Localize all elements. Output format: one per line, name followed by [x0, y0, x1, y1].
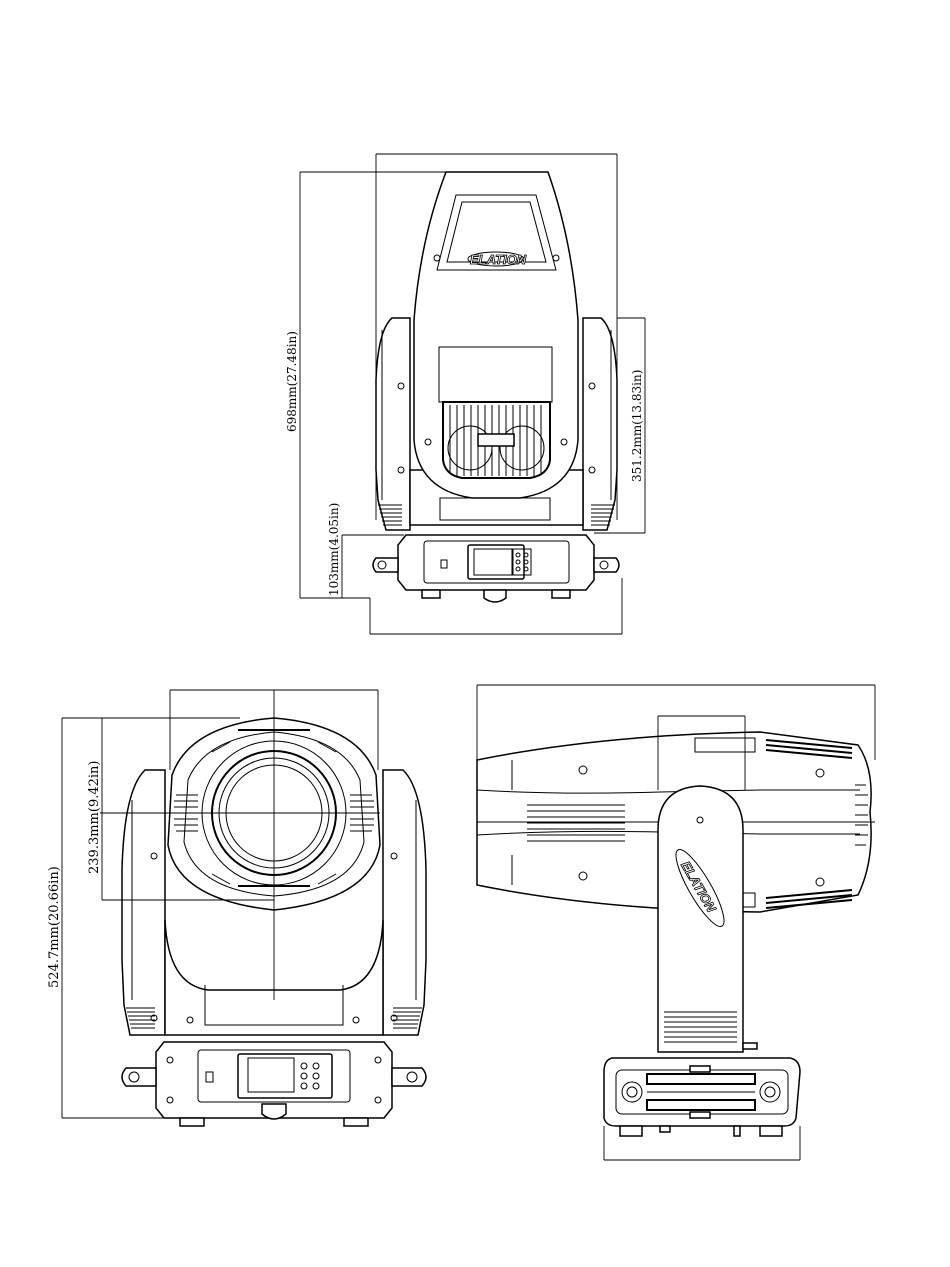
front-left-arm	[376, 318, 410, 530]
lens-view: 524.7mm(20.66in) 239.3mm(9.42in)	[47, 690, 426, 1126]
front-elation-logo: ELATION	[468, 252, 527, 267]
side-view: ELATION	[477, 685, 875, 1160]
arm-height-label: 351.2mm(13.83in)	[630, 370, 644, 482]
head-height-label: 239.3mm(9.42in)	[87, 761, 102, 875]
side-arm-vents	[664, 1012, 737, 1042]
front-right-arm	[583, 318, 617, 530]
lens-base	[122, 1042, 426, 1126]
front-base	[373, 535, 619, 602]
top-height-label: 524.7mm(20.66in)	[47, 866, 62, 988]
lens-left-arm	[122, 770, 165, 1035]
front-logo-text: ELATION	[470, 252, 527, 267]
front-view: ELATION	[285, 154, 645, 634]
front-height-label: 698mm(27.48in)	[285, 331, 299, 432]
base-height-label: 103mm(4.05in)	[327, 503, 341, 596]
lens-right-arm	[383, 770, 426, 1035]
side-base	[604, 1058, 800, 1136]
front-head: ELATION	[414, 172, 578, 498]
